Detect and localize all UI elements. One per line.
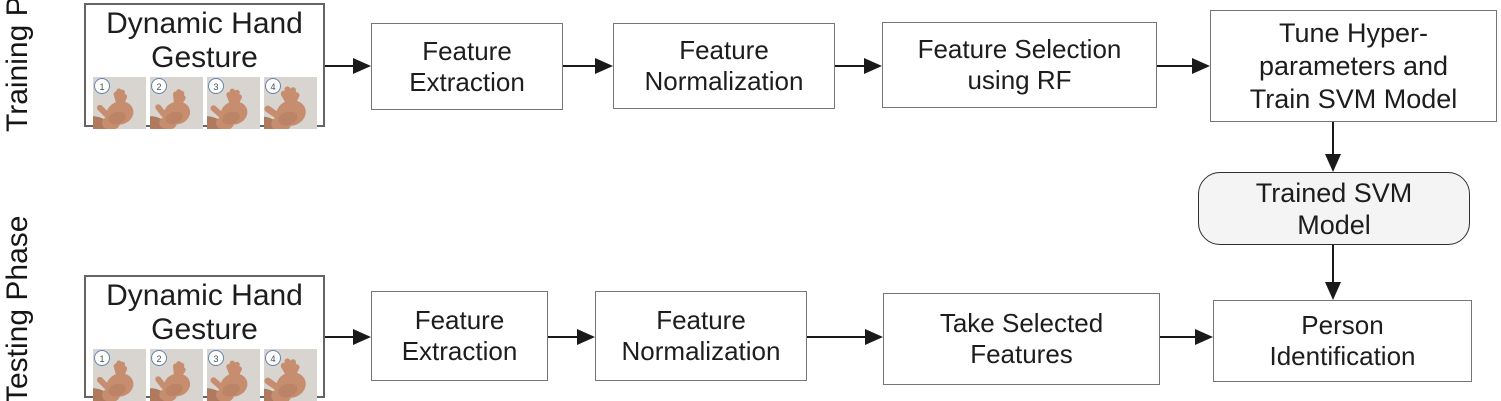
node-label-line: Person — [1301, 310, 1384, 340]
phase-label-training: Training Phase — [0, 0, 75, 132]
phase-label-line: Testing — [1, 308, 34, 401]
node-label-line: Dynamic Hand — [106, 7, 303, 40]
node-label-line: Feature — [656, 305, 746, 335]
gesture-thumbnail: 1 — [93, 349, 146, 401]
node-label-line: Features — [970, 339, 1073, 369]
gesture-thumbnail: 4 — [264, 77, 317, 129]
phase-label-line: Phase — [1, 215, 34, 301]
flow-arrow — [325, 58, 371, 74]
node-feature-extraction-training: Feature Extraction — [371, 23, 563, 110]
frame-number-badge: 3 — [208, 78, 224, 94]
flow-arrow — [548, 329, 595, 345]
frame-number-badge: 3 — [208, 350, 224, 366]
node-take-selected-features: Take Selected Features — [883, 293, 1160, 385]
node-label-line: Normalization — [644, 66, 804, 96]
flow-arrow — [563, 58, 613, 74]
node-label-line: parameters and — [1258, 50, 1449, 81]
hand-photo-icon — [207, 349, 260, 401]
node-label-line: using RF — [967, 65, 1072, 95]
phase-label-line: Training — [1, 24, 34, 132]
node-feature-extraction-testing: Feature Extraction — [371, 291, 548, 381]
node-feature-normalization-testing: Feature Normalization — [595, 291, 807, 381]
frame-number-badge: 2 — [151, 78, 167, 94]
flow-arrow — [835, 58, 882, 74]
gesture-thumbnail: 2 — [150, 77, 203, 129]
node-label-line: Identification — [1269, 341, 1416, 371]
node-label-line: Normalization — [621, 336, 781, 366]
node-feature-normalization-training: Feature Normalization — [613, 23, 835, 109]
frame-number-badge: 1 — [94, 78, 110, 94]
phase-label-testing: Testing Phase — [0, 216, 75, 401]
gesture-thumbnail: 2 — [150, 349, 203, 401]
node-label-line: Feature — [679, 35, 769, 65]
frame-number-badge: 4 — [265, 78, 281, 94]
gesture-thumbnail: 1 — [93, 77, 146, 129]
flow-arrow — [807, 329, 883, 345]
node-label-line: Take Selected — [939, 308, 1104, 338]
node-label-line: Feature — [414, 305, 505, 335]
flow-arrow — [325, 329, 371, 345]
node-label-line: Model — [1297, 209, 1371, 240]
hand-photo-icon — [264, 77, 317, 129]
node-label-line: Trained SVM — [1255, 177, 1413, 208]
flow-arrow — [1325, 245, 1341, 300]
phase-label-line: Phase — [1, 0, 34, 16]
node-label-line: Gesture — [151, 313, 258, 346]
flow-arrow — [1160, 329, 1213, 345]
gesture-thumbnail: 3 — [207, 349, 260, 401]
node-label-line: Extraction — [409, 66, 525, 97]
node-label-line: Tune Hyper- — [1278, 17, 1429, 48]
node-label-line: Extraction — [401, 336, 518, 366]
frame-number-badge: 4 — [265, 350, 281, 366]
node-dynamic-hand-gesture-testing: Dynamic Hand Gesture 1 2 — [84, 275, 325, 401]
node-feature-selection-rf: Feature Selection using RF — [882, 22, 1157, 108]
flow-arrow — [1325, 122, 1341, 172]
node-tune-train-svm: Tune Hyper- parameters and Train SVM Mod… — [1210, 10, 1497, 122]
gesture-thumbnail: 3 — [207, 77, 260, 129]
hand-photo-icon — [150, 77, 203, 129]
hand-photo-icon — [93, 77, 146, 129]
node-label-line: Gesture — [151, 41, 258, 74]
node-person-identification: Person Identification — [1213, 300, 1472, 382]
node-dynamic-hand-gesture-training: Dynamic Hand Gesture 1 2 — [84, 3, 325, 129]
node-label-line: Feature — [422, 35, 512, 66]
node-trained-svm-model: Trained SVM Model — [1198, 172, 1470, 245]
frame-number-badge: 1 — [94, 350, 110, 366]
hand-photo-icon — [207, 77, 260, 129]
dynamic-gesture-strip: 1 2 3 4 — [92, 349, 317, 401]
node-label-line: Dynamic Hand — [106, 279, 303, 312]
frame-number-badge: 2 — [151, 350, 167, 366]
gesture-thumbnail: 4 — [264, 349, 317, 401]
flow-arrow — [1157, 58, 1210, 74]
node-label-line: Feature Selection — [917, 34, 1122, 64]
dynamic-gesture-strip: 1 2 3 4 — [92, 77, 317, 129]
node-label-line: Train SVM Model — [1249, 83, 1458, 114]
